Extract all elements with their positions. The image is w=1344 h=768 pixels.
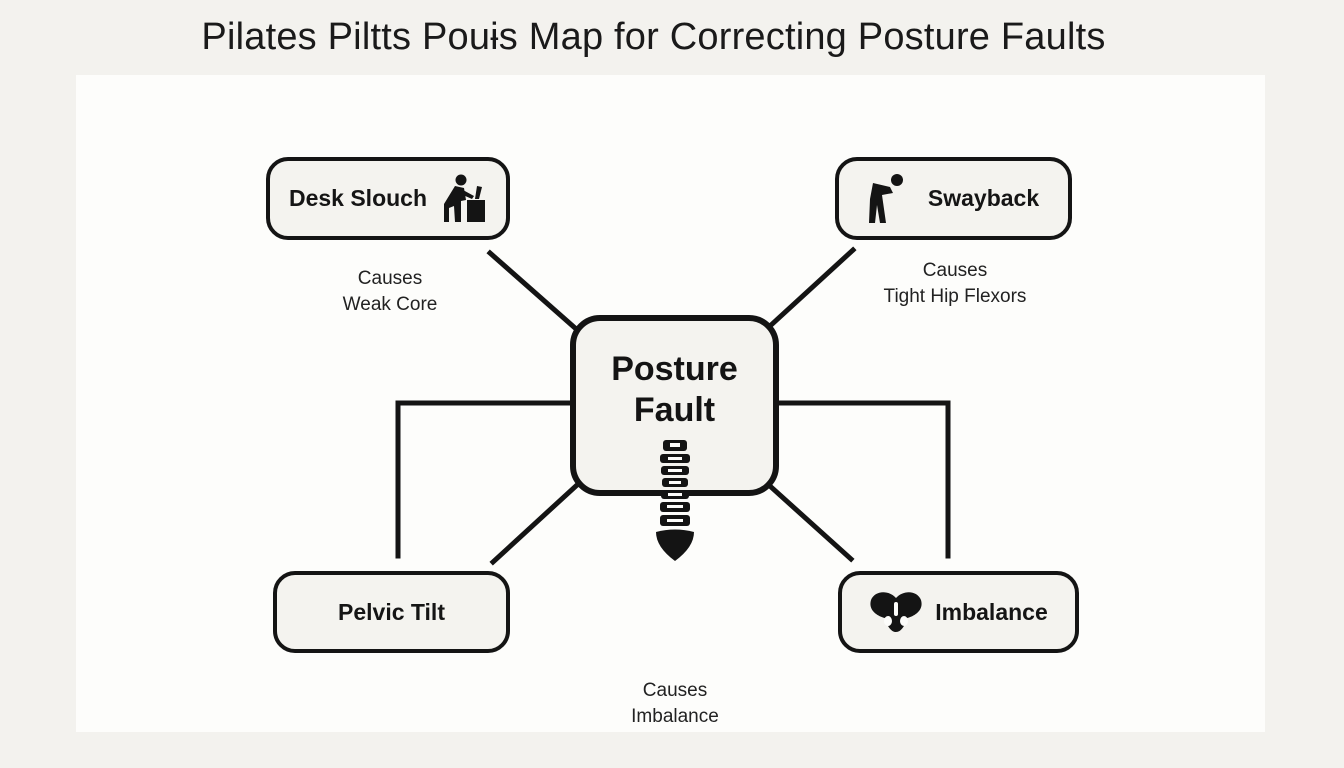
caption-imbalance-line2: Imbalance bbox=[631, 706, 719, 727]
connector-pelvic-tilt-elbow bbox=[395, 400, 573, 559]
bent-person-icon bbox=[868, 173, 908, 225]
node-pelvic-tilt-label: Pelvic Tilt bbox=[338, 598, 445, 625]
connector-swayback bbox=[766, 246, 857, 330]
connector-imbalance-elbow bbox=[776, 400, 951, 559]
caption-tight-hip-line1: Causes bbox=[922, 260, 988, 281]
center-node-posture-fault: Posture Fault bbox=[570, 315, 779, 496]
caption-weak-core-line2: Weak Core bbox=[342, 294, 438, 315]
node-swayback-label: Swayback bbox=[927, 185, 1040, 211]
center-label-line2: Fault bbox=[633, 391, 716, 429]
node-desk-slouch: Desk Slouch bbox=[266, 157, 510, 240]
caption-imbalance-line1: Causes bbox=[642, 680, 708, 701]
caption-tight-hip-flexors: Causes Tight Hip Flexors bbox=[855, 258, 1055, 310]
person-at-desk-icon bbox=[441, 174, 487, 224]
node-swayback: Swayback bbox=[835, 157, 1072, 240]
caption-weak-core: Causes Weak Core bbox=[300, 266, 480, 318]
caption-tight-hip-line2: Tight Hip Flexors bbox=[883, 286, 1027, 307]
connector-imbalance bbox=[767, 483, 855, 563]
caption-imbalance: Causes Imbalance bbox=[595, 678, 755, 730]
node-desk-slouch-label: Desk Slouch bbox=[288, 185, 428, 211]
node-pelvic-tilt: Pelvic Tilt bbox=[273, 571, 510, 653]
diagram-title: Pilates Piltts Pouɨs Map for Correcting … bbox=[201, 16, 1106, 58]
connector-pelvic-tilt bbox=[489, 481, 581, 566]
spine-icon bbox=[656, 440, 694, 561]
center-label-line1: Posture bbox=[611, 350, 738, 388]
node-imbalance-label: Imbalance bbox=[935, 598, 1048, 625]
connector-desk-slouch bbox=[486, 249, 579, 332]
pelvis-icon bbox=[869, 590, 923, 634]
node-imbalance: Imbalance bbox=[838, 571, 1079, 653]
caption-weak-core-line1: Causes bbox=[357, 268, 423, 289]
